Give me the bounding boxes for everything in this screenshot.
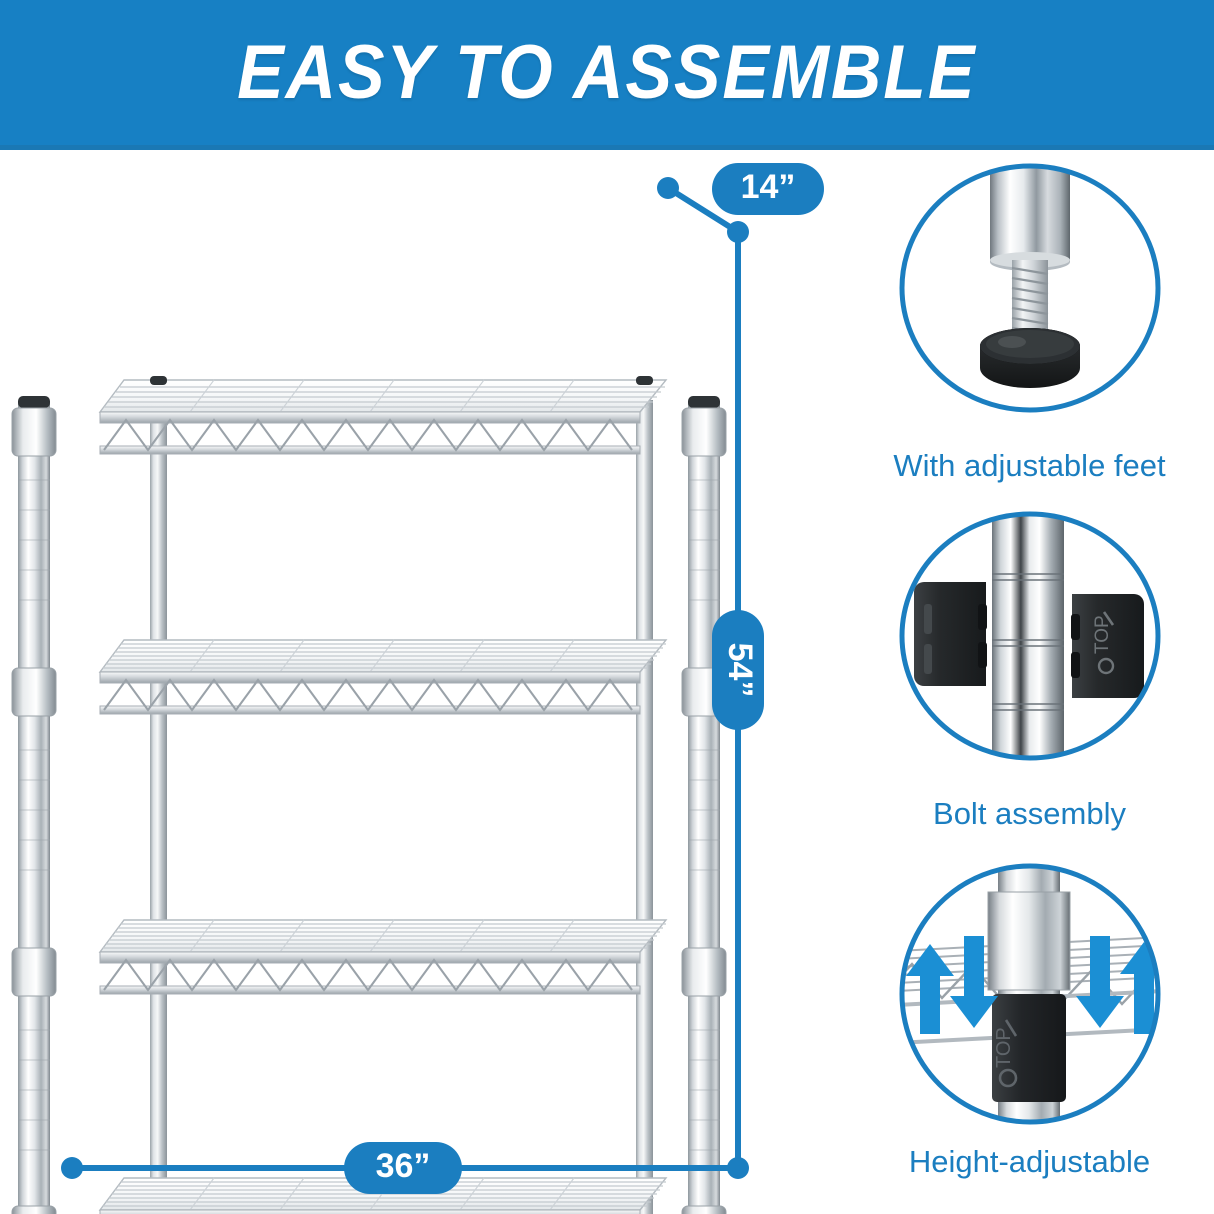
header-underline — [0, 145, 1214, 150]
shelf-collar — [11, 407, 57, 457]
dimension-height: 54” — [712, 229, 764, 1179]
post-front-left — [11, 396, 57, 1214]
post-back-left — [150, 400, 167, 1214]
dimension-depth: 14” — [657, 163, 824, 243]
feature-circle-outline — [899, 163, 1161, 413]
dimension-pill-width — [344, 1142, 462, 1194]
shelf-collar — [11, 947, 57, 997]
dimension-width: 36” — [61, 1142, 741, 1194]
dimension-width-label: 36” — [376, 1147, 431, 1185]
feature-bolt-assembly: TOP Bolt assembly — [845, 508, 1214, 856]
feature-caption: With adjustable feet — [893, 448, 1166, 483]
feature-caption: Height-adjustable — [908, 1144, 1151, 1179]
dimension-depth-label: 14” — [741, 168, 796, 206]
dimension-endpoint — [657, 177, 679, 199]
shelf-tier-1 — [98, 379, 668, 455]
shelf-tier-2 — [98, 639, 668, 715]
shelf-collar — [681, 1205, 727, 1214]
shelf-tier-3 — [98, 919, 668, 995]
post-cap-top-right — [688, 396, 720, 408]
adjustable-foot-icon — [899, 163, 1161, 413]
header-banner: EASY TO ASSEMBLE — [0, 0, 1214, 145]
svg-text:TOP: TOP — [1092, 615, 1113, 654]
collar-half-right — [1072, 594, 1144, 698]
post-cap-back-left — [150, 376, 167, 385]
dimension-height-label: 54” — [721, 643, 759, 698]
height-adjustable-icon: TOP — [899, 863, 1161, 1125]
post-front-right — [681, 396, 727, 1214]
dimension-callouts: 14” 54” 36” — [61, 163, 824, 1194]
product-illustration-area: 14” 54” 36” — [0, 150, 840, 1214]
svg-text:TOP: TOP — [993, 1027, 1015, 1068]
shelf-collar — [11, 1205, 57, 1214]
bolt-collar-icon: TOP — [899, 511, 1161, 761]
feature-adjustable-feet: With adjustable feet — [845, 160, 1214, 508]
feature-circle-outline — [899, 511, 1161, 761]
post-back-right — [636, 400, 653, 1214]
page-title: EASY TO ASSEMBLE — [237, 30, 977, 115]
feature-circle-outline — [899, 863, 1161, 1125]
feature-list: With adjustable feet — [845, 160, 1214, 1210]
black-collar — [992, 994, 1066, 1102]
dimension-pill-height — [712, 610, 764, 730]
shelf-collar — [11, 667, 57, 717]
post-cap-top-left — [18, 396, 50, 408]
shelving-unit-diagram: 14” 54” 36” — [11, 163, 824, 1214]
post-cap-back-right — [636, 376, 653, 385]
shelf-collar — [681, 407, 727, 457]
dimension-endpoint — [61, 1157, 83, 1179]
shelf-collar — [681, 947, 727, 997]
dimension-pill-depth — [712, 163, 824, 215]
feature-caption: Bolt assembly — [933, 796, 1126, 831]
feature-height-adjustable: TOP Height-adjustable — [845, 856, 1214, 1204]
content-stage: 14” 54” 36” — [0, 150, 1214, 1214]
